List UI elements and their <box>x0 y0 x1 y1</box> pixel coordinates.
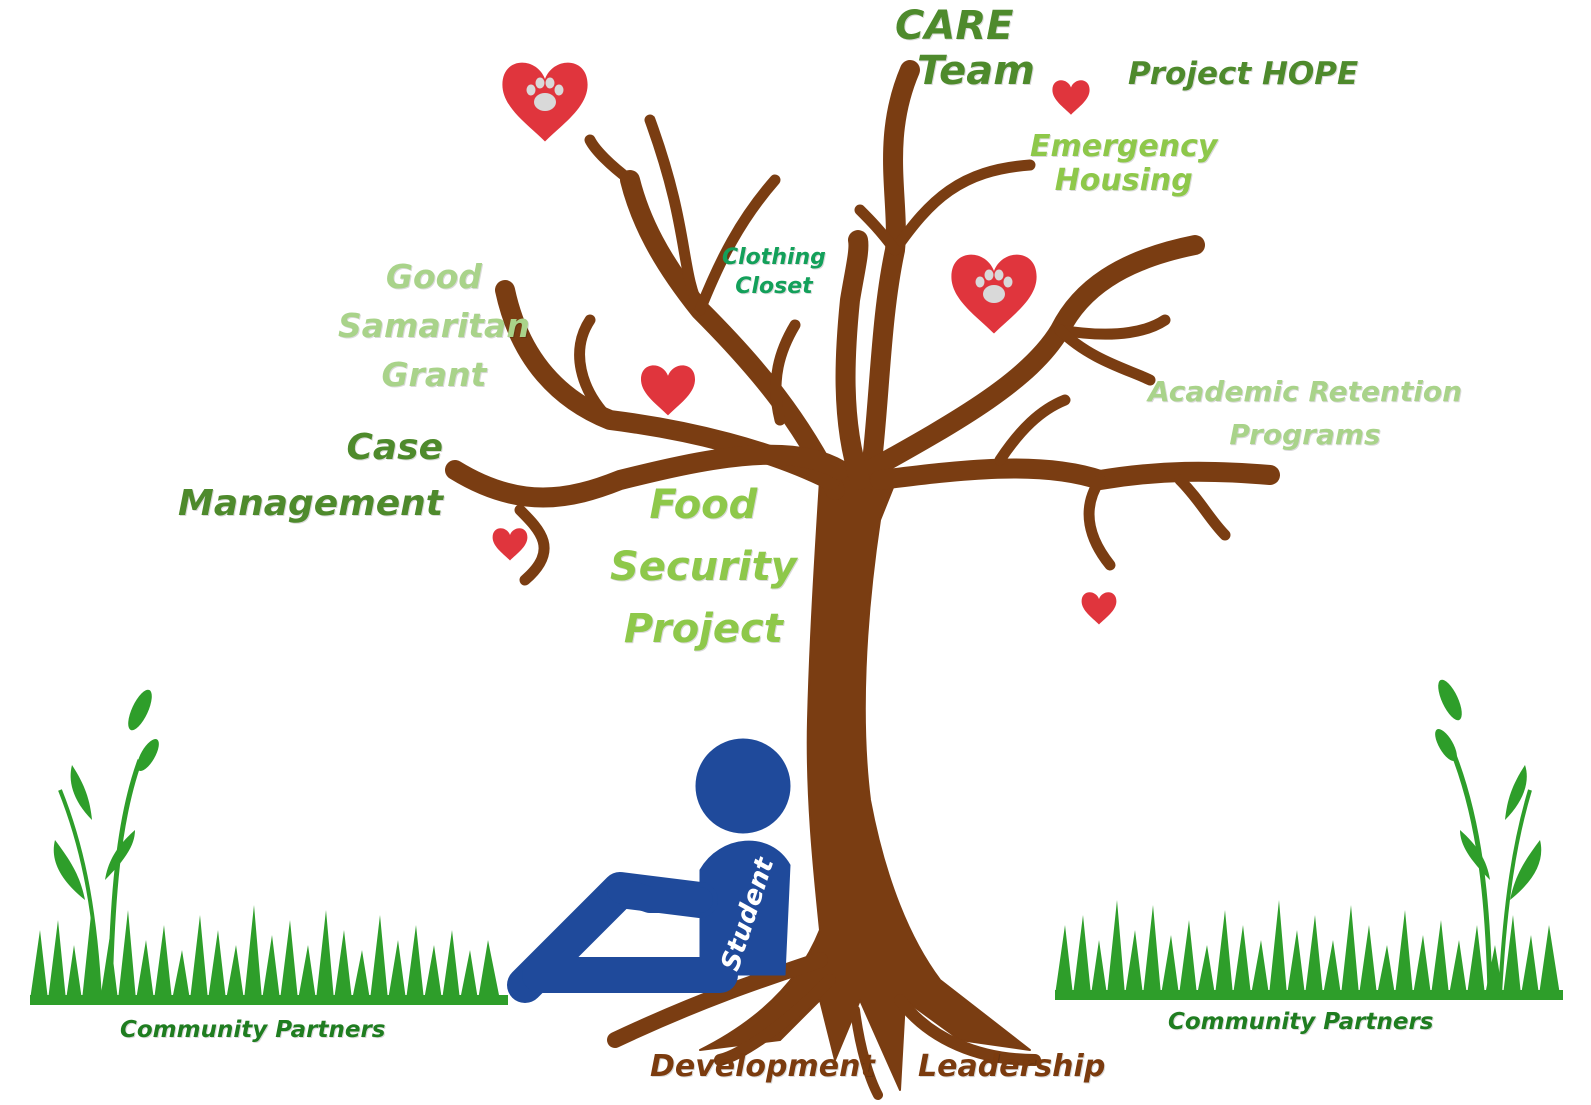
student-figure <box>507 738 791 1003</box>
paw-heart-icon <box>951 254 1037 334</box>
case-management-label: Case Management <box>178 427 443 524</box>
clothing-closet-label: Clothing Closet <box>722 245 826 299</box>
emergency-housing-label: Emergency Housing <box>1030 129 1218 198</box>
grass-left <box>30 689 508 1005</box>
community-partners-right-label: Community Partners <box>1168 1009 1434 1035</box>
development-label: Development <box>650 1049 875 1084</box>
care-team-label: CARE Team <box>895 3 1035 94</box>
community-partners-left-label: Community Partners <box>120 1017 386 1043</box>
academic-retention-label: Academic Retention Programs <box>1148 375 1463 452</box>
good-samaritan-grant-label: Good Samaritan Grant <box>338 257 530 394</box>
paw-heart-icon <box>502 62 588 142</box>
tree-trunk <box>445 60 1280 1100</box>
leadership-label: Leadership <box>918 1049 1106 1084</box>
project-hope-label: Project HOPE <box>1128 56 1359 92</box>
food-security-project-label: Food Security Project <box>610 482 797 652</box>
grass-right <box>1055 679 1563 1000</box>
